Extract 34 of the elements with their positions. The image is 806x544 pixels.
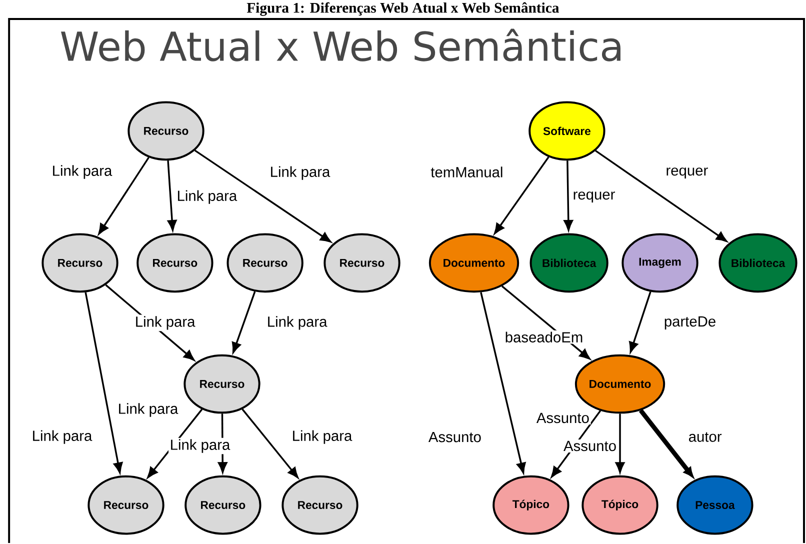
arrow bbox=[629, 291, 652, 353]
edge-label: Link para bbox=[50, 164, 114, 180]
edge-label: Link para bbox=[134, 314, 197, 332]
arrow bbox=[242, 408, 298, 478]
edge-label: Assunto bbox=[535, 412, 591, 424]
edge-label: Link para bbox=[168, 438, 232, 454]
arrow bbox=[494, 156, 550, 234]
edge-label: requer bbox=[571, 190, 617, 204]
edge-label: Assunto bbox=[562, 440, 618, 452]
edge-label: Link para bbox=[268, 164, 332, 182]
edge-label: Assunto bbox=[427, 430, 483, 444]
edge-label: Link para bbox=[175, 188, 238, 206]
edge-label: Link para bbox=[30, 428, 94, 446]
edge-label: autor bbox=[687, 430, 724, 444]
arrow bbox=[480, 292, 526, 474]
arrow bbox=[615, 414, 625, 473]
arrow bbox=[232, 291, 256, 354]
arrow bbox=[564, 160, 574, 231]
edge-label: Link para bbox=[116, 402, 180, 418]
arrow bbox=[84, 292, 123, 474]
arrow bbox=[98, 156, 150, 234]
edge-label: baseadoEm bbox=[504, 330, 584, 344]
figure-caption: Figura 1: Diferenças Web Atual x Web Semântica bbox=[246, 2, 559, 16]
edge-label: Link para bbox=[290, 428, 354, 446]
arrow bbox=[595, 150, 728, 242]
edge-label: requer bbox=[664, 166, 710, 180]
arrow bbox=[501, 286, 590, 360]
edge-label: parteDe bbox=[662, 315, 718, 331]
arrow bbox=[638, 408, 694, 477]
title: Web Atual x Web Semântica bbox=[60, 28, 620, 62]
arrow bbox=[194, 150, 332, 242]
edge-label: Link para bbox=[266, 314, 329, 332]
arrow bbox=[167, 160, 177, 231]
edge-label: temManual bbox=[429, 165, 505, 179]
